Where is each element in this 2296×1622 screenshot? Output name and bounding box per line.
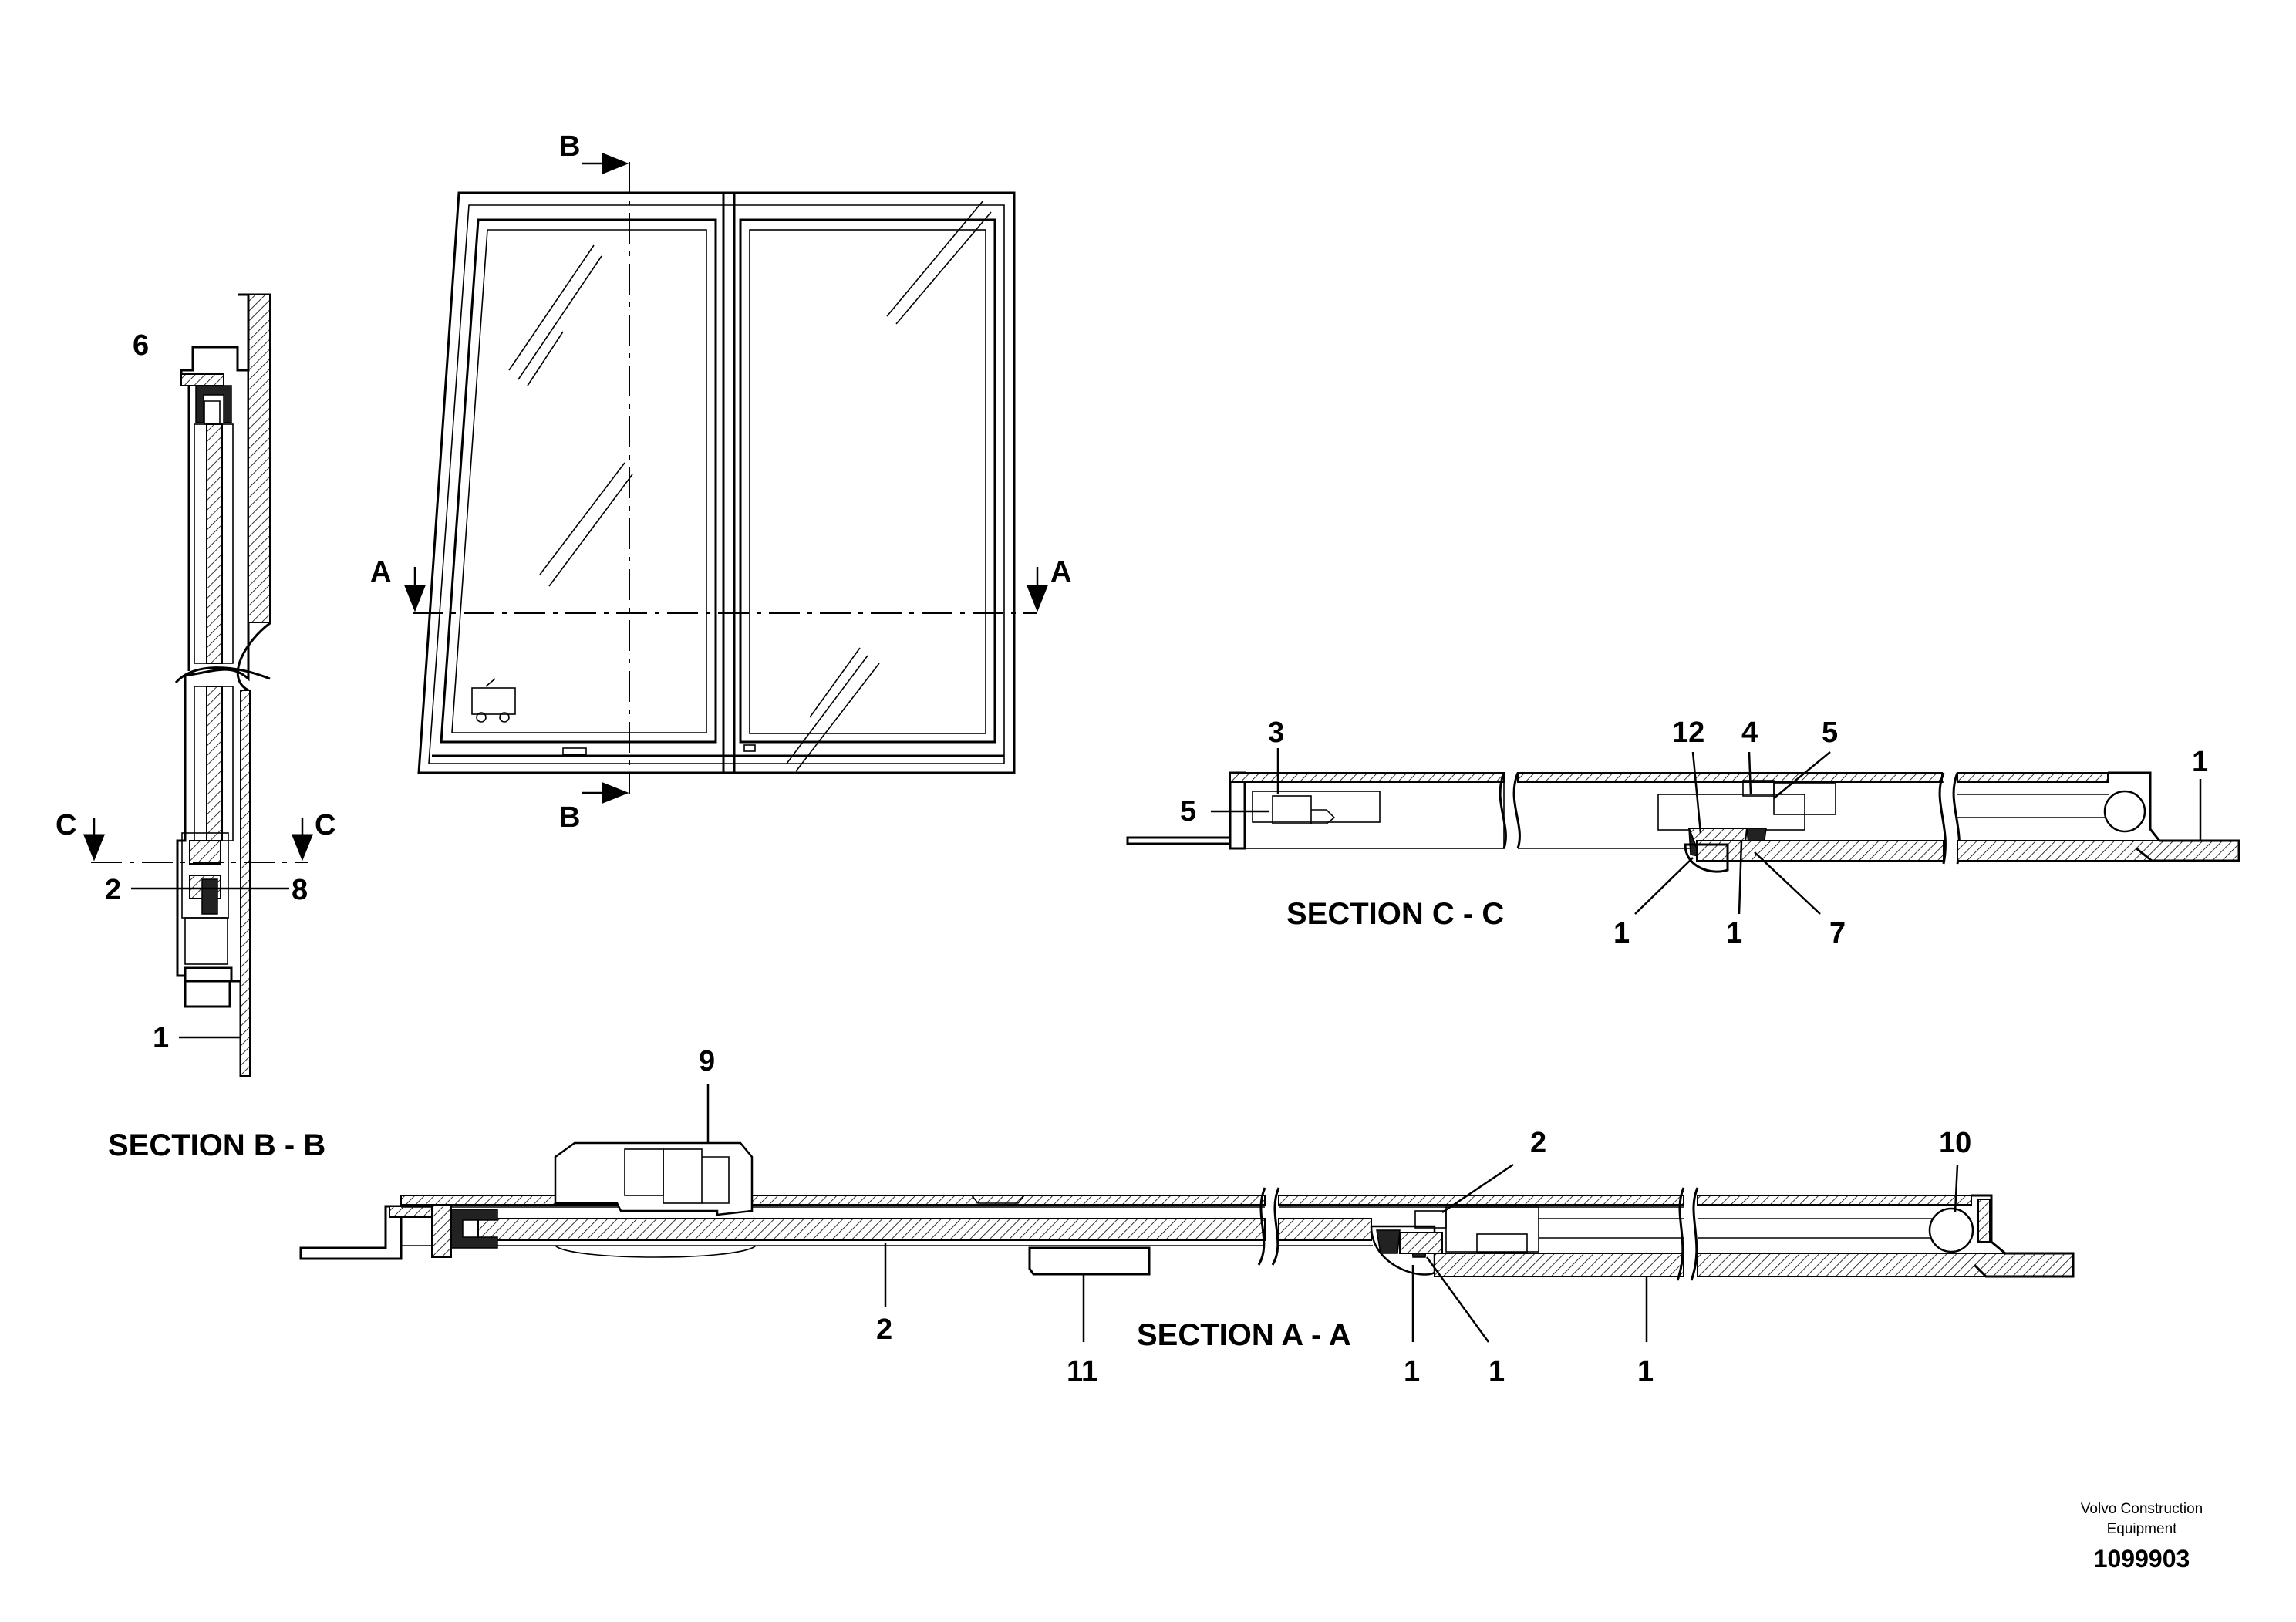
callout-8-b: 8 — [292, 874, 308, 906]
callout-4-c: 4 — [1741, 717, 1758, 749]
cut-letter-b-bottom: B — [559, 801, 580, 834]
callout-2-a-bottom: 2 — [876, 1313, 892, 1346]
callout-12-c: 12 — [1672, 717, 1704, 749]
callout-1-a-right: 1 — [1637, 1355, 1654, 1388]
section-b-b — [83, 293, 313, 1077]
section-a-a — [299, 1084, 2075, 1343]
callout-10-a: 10 — [1939, 1127, 1971, 1159]
glass-reflection-lines — [508, 200, 992, 772]
brand-line-1: Volvo Construction — [2081, 1501, 2203, 1517]
callout-6-b: 6 — [133, 329, 149, 362]
brand-line-2: Equipment — [2107, 1521, 2178, 1537]
cut-letter-b-top: B — [559, 130, 580, 163]
callout-1-b: 1 — [153, 1022, 169, 1054]
callout-1-a-mid: 1 — [1489, 1355, 1505, 1388]
callout-1-c-mid: 1 — [1726, 917, 1742, 949]
section-c-c-title: SECTION C - C — [1286, 897, 1504, 931]
callout-7-c: 7 — [1829, 917, 1846, 949]
cut-letter-a-left: A — [370, 556, 391, 588]
callout-11-a: 11 — [1067, 1355, 1097, 1388]
callout-5-c-left: 5 — [1180, 795, 1196, 828]
callout-5-c-top: 5 — [1822, 717, 1838, 749]
callout-1-c-left: 1 — [1613, 917, 1630, 949]
cut-letter-a-right: A — [1050, 556, 1071, 588]
drawing-number: 1099903 — [2094, 1545, 2190, 1573]
cut-letter-c-left: C — [56, 809, 76, 841]
callout-1-a-left: 1 — [1404, 1355, 1420, 1388]
callout-2-a-top: 2 — [1530, 1127, 1546, 1159]
callout-3-c: 3 — [1268, 717, 1284, 749]
callout-9-a: 9 — [699, 1045, 715, 1077]
window-elevation — [404, 153, 1048, 804]
callout-1-c-right: 1 — [2192, 746, 2208, 778]
sticker-symbol — [471, 678, 516, 723]
section-a-a-title: SECTION A - A — [1137, 1318, 1351, 1352]
cut-letter-c-right: C — [315, 809, 335, 841]
callout-2-b: 2 — [105, 874, 121, 906]
section-c-c — [1126, 748, 2240, 915]
section-b-b-title: SECTION B - B — [108, 1128, 325, 1162]
